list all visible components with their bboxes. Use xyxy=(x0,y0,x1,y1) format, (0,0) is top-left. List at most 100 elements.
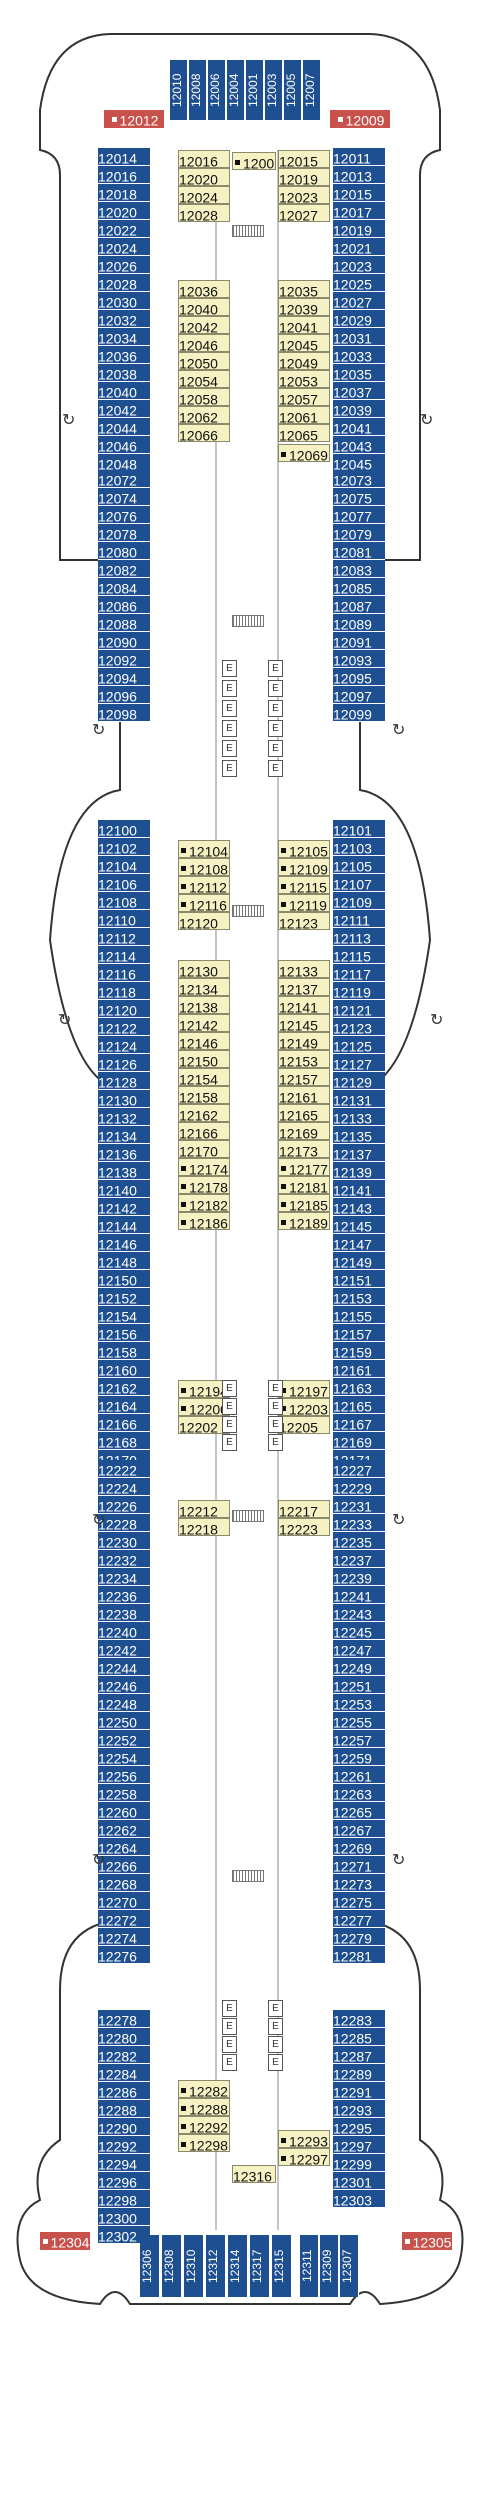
balcony-cabin[interactable]: 12112 xyxy=(98,928,150,946)
balcony-cabin[interactable]: 12283 xyxy=(333,2010,385,2028)
inside-cabin[interactable]: 12061 xyxy=(278,406,330,424)
balcony-cabin[interactable]: 12271 xyxy=(333,1856,385,1874)
balcony-cabin[interactable]: 12159 xyxy=(333,1342,385,1360)
balcony-cabin[interactable]: 12273 xyxy=(333,1874,385,1892)
balcony-cabin[interactable]: 12031 xyxy=(333,328,385,346)
balcony-cabin[interactable]: 12120 xyxy=(98,1000,150,1018)
balcony-cabin[interactable]: 12251 xyxy=(333,1676,385,1694)
balcony-cabin[interactable]: 12303 xyxy=(333,2190,385,2208)
balcony-cabin[interactable]: 12292 xyxy=(98,2136,150,2154)
balcony-cabin[interactable]: 12048 xyxy=(98,454,150,472)
inside-cabin[interactable]: 12105 xyxy=(278,840,330,858)
balcony-cabin[interactable]: 12290 xyxy=(98,2118,150,2136)
balcony-cabin[interactable]: 12029 xyxy=(333,310,385,328)
inside-cabin[interactable]: 12015 xyxy=(278,150,330,168)
balcony-cabin[interactable]: 12128 xyxy=(98,1072,150,1090)
inside-cabin[interactable]: 12145 xyxy=(278,1014,330,1032)
balcony-cabin[interactable]: 12131 xyxy=(333,1090,385,1108)
inside-cabin[interactable]: 12120 xyxy=(178,912,230,930)
inside-cabin[interactable]: 12130 xyxy=(178,960,230,978)
balcony-cabin[interactable]: 12265 xyxy=(333,1802,385,1820)
balcony-cabin[interactable]: 12270 xyxy=(98,1892,150,1910)
inside-cabin[interactable]: 12158 xyxy=(178,1086,230,1104)
balcony-cabin[interactable]: 12261 xyxy=(333,1766,385,1784)
balcony-cabin[interactable]: 12077 xyxy=(333,506,385,524)
inside-cabin[interactable]: 12157 xyxy=(278,1068,330,1086)
balcony-cabin[interactable]: 12026 xyxy=(98,256,150,274)
balcony-cabin[interactable]: 12291 xyxy=(333,2082,385,2100)
balcony-cabin[interactable]: 12094 xyxy=(98,668,150,686)
balcony-cabin[interactable]: 12235 xyxy=(333,1532,385,1550)
balcony-cabin[interactable]: 12239 xyxy=(333,1568,385,1586)
balcony-cabin[interactable]: 12019 xyxy=(333,220,385,238)
bow-suite[interactable]: 12012 xyxy=(104,110,164,128)
inside-cabin[interactable]: 12020 xyxy=(178,168,230,186)
balcony-cabin[interactable]: 12025 xyxy=(333,274,385,292)
balcony-cabin[interactable]: 12078 xyxy=(98,524,150,542)
balcony-cabin[interactable]: 12116 xyxy=(98,964,150,982)
balcony-cabin[interactable]: 12122 xyxy=(98,1018,150,1036)
inside-cabin[interactable]: 12223 xyxy=(278,1518,330,1536)
stern-cabin[interactable]: 12307 xyxy=(340,2235,359,2297)
inside-cabin[interactable]: 12108 xyxy=(178,858,230,876)
balcony-cabin[interactable]: 12153 xyxy=(333,1288,385,1306)
balcony-cabin[interactable]: 12256 xyxy=(98,1766,150,1784)
balcony-cabin[interactable]: 12105 xyxy=(333,856,385,874)
balcony-cabin[interactable]: 12285 xyxy=(333,2028,385,2046)
balcony-cabin[interactable]: 12245 xyxy=(333,1622,385,1640)
balcony-cabin[interactable]: 12267 xyxy=(333,1820,385,1838)
inside-cabin[interactable]: 12134 xyxy=(178,978,230,996)
balcony-cabin[interactable]: 12080 xyxy=(98,542,150,560)
balcony-cabin[interactable]: 12032 xyxy=(98,310,150,328)
inside-cabin[interactable]: 12173 xyxy=(278,1140,330,1158)
balcony-cabin[interactable]: 12075 xyxy=(333,488,385,506)
balcony-cabin[interactable]: 12253 xyxy=(333,1694,385,1712)
inside-cabin[interactable]: 12178 xyxy=(178,1176,230,1194)
balcony-cabin[interactable]: 12233 xyxy=(333,1514,385,1532)
stern-cabin[interactable]: 12310 xyxy=(184,2235,204,2297)
balcony-cabin[interactable]: 12268 xyxy=(98,1874,150,1892)
balcony-cabin[interactable]: 12262 xyxy=(98,1820,150,1838)
balcony-cabin[interactable]: 12293 xyxy=(333,2100,385,2118)
inside-cabin[interactable]: 12162 xyxy=(178,1104,230,1122)
balcony-cabin[interactable]: 12126 xyxy=(98,1054,150,1072)
balcony-cabin[interactable]: 12017 xyxy=(333,202,385,220)
balcony-cabin[interactable]: 12167 xyxy=(333,1414,385,1432)
balcony-cabin[interactable]: 12033 xyxy=(333,346,385,364)
balcony-cabin[interactable]: 12279 xyxy=(333,1928,385,1946)
balcony-cabin[interactable]: 12088 xyxy=(98,614,150,632)
balcony-cabin[interactable]: 12040 xyxy=(98,382,150,400)
bow-cabin[interactable]: 12001 xyxy=(246,60,264,120)
balcony-cabin[interactable]: 12102 xyxy=(98,838,150,856)
balcony-cabin[interactable]: 12110 xyxy=(98,910,150,928)
inside-cabin[interactable]: 12058 xyxy=(178,388,230,406)
balcony-cabin[interactable]: 12274 xyxy=(98,1928,150,1946)
inside-cabin[interactable]: 12065 xyxy=(278,424,330,442)
balcony-cabin[interactable]: 12162 xyxy=(98,1378,150,1396)
balcony-cabin[interactable]: 12118 xyxy=(98,982,150,1000)
balcony-cabin[interactable]: 12081 xyxy=(333,542,385,560)
balcony-cabin[interactable]: 12036 xyxy=(98,346,150,364)
balcony-cabin[interactable]: 12163 xyxy=(333,1378,385,1396)
inside-cabin[interactable]: 12023 xyxy=(278,186,330,204)
inside-cabin[interactable]: 12002 xyxy=(232,152,276,170)
balcony-cabin[interactable]: 12034 xyxy=(98,328,150,346)
inside-cabin[interactable]: 12292 xyxy=(178,2116,230,2134)
balcony-cabin[interactable]: 12139 xyxy=(333,1162,385,1180)
bow-cabin[interactable]: 12003 xyxy=(265,60,283,120)
balcony-cabin[interactable]: 12259 xyxy=(333,1748,385,1766)
balcony-cabin[interactable]: 12260 xyxy=(98,1802,150,1820)
inside-cabin[interactable]: 12297 xyxy=(278,2148,330,2166)
bow-suite[interactable]: 12009 xyxy=(330,110,390,128)
balcony-cabin[interactable]: 12037 xyxy=(333,382,385,400)
balcony-cabin[interactable]: 12103 xyxy=(333,838,385,856)
inside-cabin[interactable]: 12149 xyxy=(278,1032,330,1050)
inside-cabin[interactable]: 12035 xyxy=(278,280,330,298)
balcony-cabin[interactable]: 12141 xyxy=(333,1180,385,1198)
balcony-cabin[interactable]: 12241 xyxy=(333,1586,385,1604)
balcony-cabin[interactable]: 12158 xyxy=(98,1342,150,1360)
balcony-cabin[interactable]: 12022 xyxy=(98,220,150,238)
balcony-cabin[interactable]: 12114 xyxy=(98,946,150,964)
balcony-cabin[interactable]: 12169 xyxy=(333,1432,385,1450)
balcony-cabin[interactable]: 12143 xyxy=(333,1198,385,1216)
